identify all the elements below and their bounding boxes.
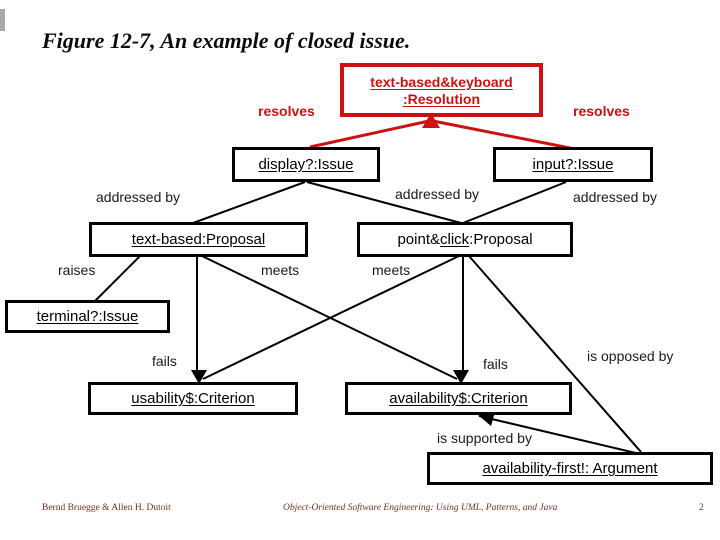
node-display-issue-label: display?:Issue (258, 156, 354, 173)
footer-author: Bernd Bruegge & Allen H. Dutoit (42, 503, 171, 513)
figure-title: Figure 12-7, An example of closed issue. (42, 28, 411, 53)
label-fails-right: fails (483, 356, 508, 372)
footer-book-title: Object-Oriented Software Engineering: Us… (283, 503, 558, 513)
node-argument: availability-first!: Argument (427, 452, 713, 485)
node-resolution-line1: text-based&keyboard (370, 74, 513, 90)
node-terminal-issue-label: terminal?:Issue (36, 308, 139, 325)
label-meets-left: meets (261, 262, 300, 278)
node-textbased-proposal: text-based:Proposal (89, 222, 308, 257)
label-is-supported-by: is supported by (437, 430, 532, 446)
node-pointclick-underlined: click (440, 231, 470, 248)
node-terminal-issue: terminal?:Issue (5, 300, 170, 333)
node-usability-criterion: usability$:Criterion (88, 382, 298, 415)
node-resolution: text-based&keyboard :Resolution (340, 63, 543, 117)
label-fails-left: fails (152, 353, 177, 369)
label-addressed-by-right: addressed by (573, 189, 658, 205)
node-input-issue: input?:Issue (493, 147, 653, 182)
slide-footer: Bernd Bruegge & Allen H. Dutoit Object-O… (0, 501, 720, 521)
node-resolution-line2: :Resolution (403, 91, 480, 107)
node-usability-criterion-label: usability$:Criterion (131, 390, 255, 407)
node-pointclick-proposal: point&click:Proposal (357, 222, 573, 257)
node-display-issue: display?:Issue (232, 147, 380, 182)
label-is-opposed-by: is opposed by (587, 348, 674, 364)
node-textbased-proposal-label: text-based:Proposal (131, 231, 266, 248)
edge-raises-terminal (94, 255, 141, 302)
edge-meets-usability (202, 255, 460, 380)
footer-page-number: 2 (699, 503, 704, 513)
label-meets-right: meets (372, 262, 411, 278)
label-addressed-by-middle: addressed by (395, 186, 480, 202)
label-raises: raises (58, 262, 96, 278)
edge-resolves-input (432, 119, 571, 150)
node-availability-criterion-label: availability$:Criterion (389, 390, 528, 407)
node-pointclick-post: :Proposal (469, 231, 533, 248)
edge-resolves-display (309, 119, 430, 149)
node-input-issue-label: input?:Issue (532, 156, 614, 173)
node-argument-label: availability-first!: Argument (482, 460, 658, 477)
screen-corner-artifact (0, 9, 5, 31)
node-pointclick-pre: point& (397, 231, 440, 248)
label-resolves-left: resolves (258, 103, 315, 119)
node-availability-criterion: availability$:Criterion (345, 382, 572, 415)
label-resolves-right: resolves (573, 103, 630, 119)
edge-display-textbased (192, 181, 306, 224)
edge-meets-availability (201, 255, 458, 380)
label-addressed-by-left: addressed by (96, 189, 181, 205)
